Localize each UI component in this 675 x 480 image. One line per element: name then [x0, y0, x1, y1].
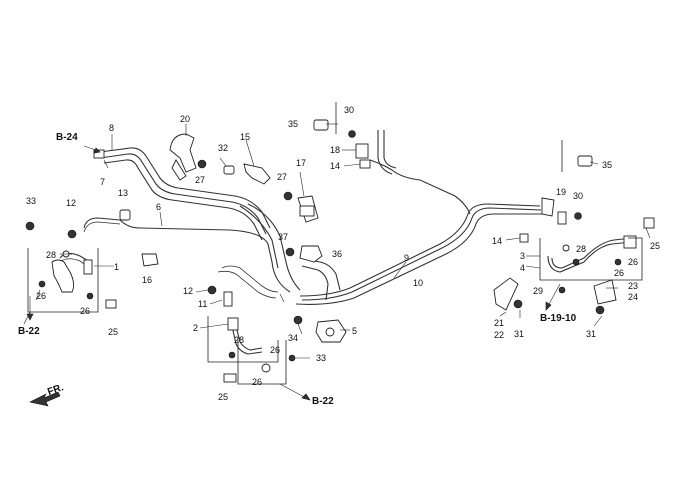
label-18: 18 — [330, 145, 340, 155]
brake-pipes — [59, 130, 633, 305]
label-6: 6 — [156, 202, 161, 212]
label-22: 22 — [494, 330, 504, 340]
label-35b: 35 — [602, 160, 612, 170]
label-23: 23 — [628, 281, 638, 291]
label-35a: 35 — [288, 119, 298, 129]
label-9: 9 — [404, 253, 409, 263]
label-11: 11 — [198, 299, 207, 309]
label-31a: 31 — [514, 329, 524, 339]
label-5: 5 — [352, 326, 357, 336]
label-16: 16 — [142, 275, 152, 285]
label-8: 8 — [109, 123, 114, 133]
reference-labels: B-24 B-22 B-22 B-19-10 FR. — [18, 132, 577, 407]
label-26d: 26 — [252, 377, 262, 387]
label-4: 4 — [520, 263, 525, 273]
ref-b22-left: B-22 — [18, 326, 40, 337]
label-25b: 25 — [218, 392, 228, 402]
label-12a: 12 — [66, 198, 76, 208]
label-26b: 26 — [80, 306, 90, 316]
label-24: 24 — [628, 292, 638, 302]
label-13: 13 — [118, 188, 128, 198]
ref-b22-bottom: B-22 — [312, 396, 334, 407]
label-12b: 12 — [183, 286, 193, 296]
components — [25, 119, 655, 383]
label-32: 32 — [218, 143, 228, 153]
front-direction-arrow — [29, 391, 61, 407]
label-26c: 26 — [270, 345, 280, 355]
label-27a: 27 — [195, 175, 205, 185]
label-29: 29 — [533, 286, 543, 296]
label-15: 15 — [240, 132, 250, 142]
ref-b19-10: B-19-10 — [540, 313, 577, 324]
label-17: 17 — [296, 158, 306, 168]
label-37: 37 — [278, 232, 288, 242]
leader-lines — [23, 123, 651, 335]
group-boxes — [27, 102, 643, 385]
label-28a: 28 — [46, 250, 56, 260]
label-36: 36 — [332, 249, 342, 259]
label-25c: 25 — [650, 241, 660, 251]
label-25a: 25 — [108, 327, 118, 337]
label-2: 2 — [193, 323, 198, 333]
front-direction-label: FR. — [46, 382, 65, 398]
label-1: 1 — [114, 262, 119, 272]
label-14b: 14 — [492, 236, 502, 246]
label-14a: 14 — [330, 161, 340, 171]
label-26e: 26 — [628, 257, 638, 267]
reference-arrows — [26, 145, 561, 407]
label-21: 21 — [494, 318, 504, 328]
label-30b: 30 — [573, 191, 583, 201]
label-19: 19 — [556, 187, 566, 197]
label-26a: 26 — [36, 291, 46, 301]
label-3: 3 — [520, 251, 525, 261]
label-33b: 33 — [316, 353, 326, 363]
label-26f: 26 — [614, 268, 624, 278]
label-31b: 31 — [586, 329, 596, 339]
label-27b: 27 — [277, 172, 287, 182]
part-number-labels: 1 2 3 4 5 6 7 8 9 10 11 12 12 13 14 14 1… — [26, 105, 660, 402]
label-34: 34 — [288, 333, 298, 343]
label-10: 10 — [413, 278, 423, 288]
label-7: 7 — [100, 177, 105, 187]
label-33a: 33 — [26, 196, 36, 206]
label-28c: 28 — [576, 244, 586, 254]
label-28b: 28 — [234, 335, 244, 345]
label-30a: 30 — [344, 105, 354, 115]
label-20: 20 — [180, 114, 190, 124]
ref-b24: B-24 — [56, 132, 78, 143]
